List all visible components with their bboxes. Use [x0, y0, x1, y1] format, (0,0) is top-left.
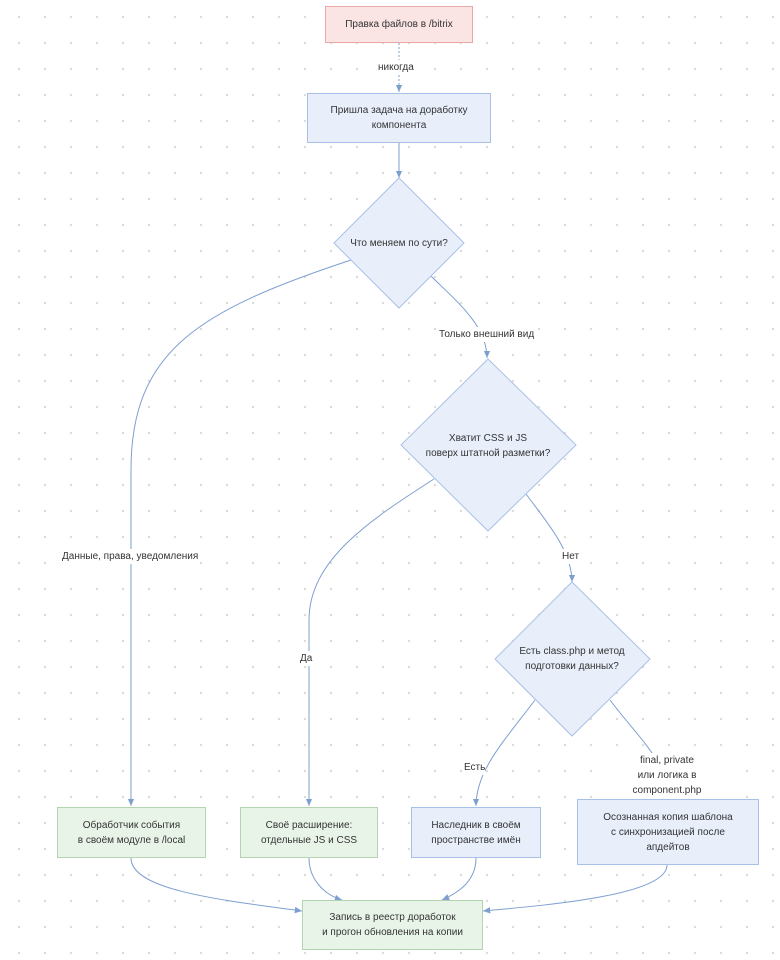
decision-q3-text: Есть class.php и метод подготовки данных… [519, 646, 625, 672]
edge-label-data-rights: Данные, права, уведомления [62, 549, 199, 564]
edge-copy-to-registry [482, 864, 668, 914]
decision-q2-text: Хватит CSS и JS поверх штатной разметки? [425, 433, 551, 459]
registry-node: Запись в реестр доработок и прогон обнов… [302, 900, 483, 950]
copy-node: Осознанная копия шаблона с синхронизацие… [577, 799, 759, 865]
edge-q2-to-extension [305, 478, 435, 806]
edge-q3-to-inheritor [472, 699, 536, 807]
decision-q1-diamond [333, 177, 465, 309]
extension-node: Своё расширение: отдельные JS и CSS [240, 807, 378, 858]
decision-q3-diamond [494, 581, 651, 737]
edge-label-final-private: final, private или логика в component.ph… [602, 753, 732, 798]
decision-q1-text: Что меняем по сути? [350, 237, 448, 249]
edge-label-yes: Да [300, 651, 313, 666]
edge-q1-to-q2 [430, 275, 491, 359]
start-node: Правка файлов в /bitrix [325, 6, 473, 43]
edge-handler-to-registry [130, 857, 303, 914]
inheritor-node: Наследник в своём пространстве имён [411, 807, 541, 858]
edge-q1-to-handler [127, 259, 352, 806]
edge-q2-to-q3 [525, 493, 576, 583]
edge-extension-to-registry [308, 857, 343, 902]
decision-q2-diamond [400, 358, 577, 532]
task-node: Пришла задача на доработку компонента [307, 93, 491, 143]
edge-label-exists: Есть [464, 760, 486, 775]
edge-label-appearance: Только внешний вид [439, 327, 535, 342]
handler-node: Обработчик события в своём модуле в /loc… [57, 807, 206, 858]
edge-inheritor-to-registry [441, 857, 477, 901]
edge-label-never: никогда [378, 60, 414, 75]
edge-label-no: Нет [562, 549, 580, 564]
